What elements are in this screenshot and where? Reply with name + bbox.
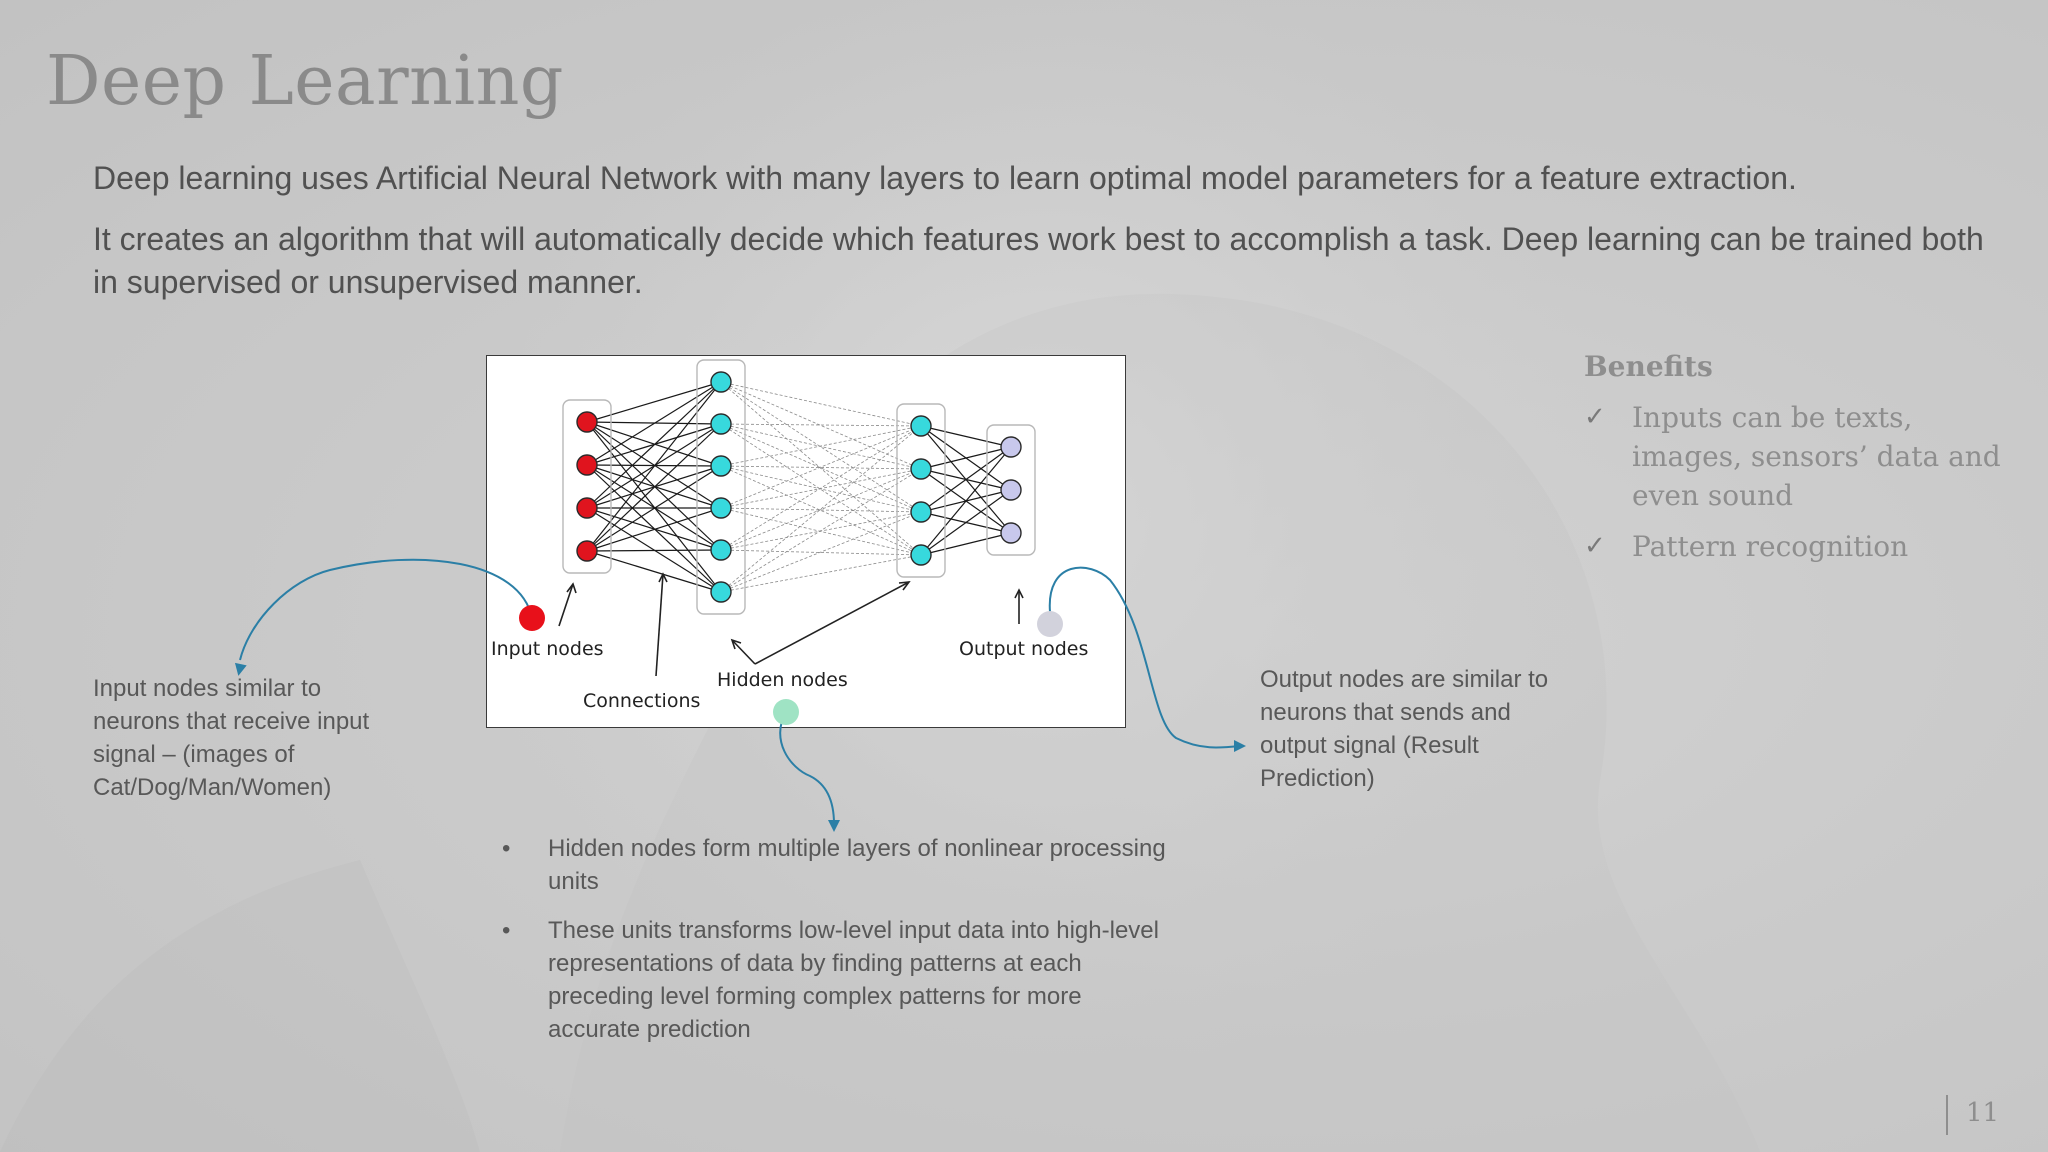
- benefit-item: ✓ Pattern recognition: [1584, 527, 2014, 566]
- hidden-nodes-notes: • Hidden nodes form multiple layers of n…: [500, 832, 1170, 1062]
- connection-edge: [586, 381, 722, 552]
- connection-edge: [720, 465, 922, 470]
- connection-edge: [586, 381, 722, 509]
- connection-edge: [720, 507, 922, 556]
- connection-edge: [720, 468, 922, 509]
- checkmark-icon: ✓: [1584, 531, 1606, 561]
- connection-edge: [920, 446, 1012, 556]
- connection-edge: [720, 554, 922, 593]
- connection-edge: [920, 425, 1012, 448]
- connection-edge: [720, 425, 922, 467]
- connection-edge: [920, 446, 1012, 513]
- node-hidden-1: [710, 581, 732, 603]
- node-input: [576, 540, 598, 562]
- node-hidden-1: [710, 539, 732, 561]
- connection-edge: [720, 468, 922, 593]
- node-hidden-1: [710, 371, 732, 393]
- node-hidden-2: [910, 458, 932, 480]
- connection-edge: [720, 381, 922, 513]
- hidden-note-text: These units transforms low-level input d…: [548, 917, 1159, 1043]
- connection-edge: [586, 381, 722, 466]
- connection-edge: [720, 425, 922, 509]
- node-output: [1000, 436, 1022, 458]
- node-output: [1000, 522, 1022, 544]
- connection-edge: [720, 423, 922, 427]
- connection-edge: [720, 465, 922, 556]
- connection-edge: [720, 425, 922, 551]
- node-hidden-1: [710, 413, 732, 435]
- label-output-nodes: Output nodes: [959, 638, 1089, 660]
- bullet-icon: •: [502, 835, 511, 862]
- connection-edge: [720, 465, 922, 513]
- intro-paragraph-1: Deep learning uses Artificial Neural Net…: [93, 160, 1797, 196]
- benefit-text: Inputs can be texts, images, sensors’ da…: [1632, 401, 2001, 512]
- connection-edge: [920, 532, 1012, 556]
- connection-edge: [720, 549, 922, 556]
- label-connections: Connections: [583, 690, 701, 712]
- connection-edge: [920, 446, 1012, 470]
- connection-edge: [586, 507, 722, 552]
- node-hidden-2: [910, 544, 932, 566]
- connection-edge: [720, 507, 922, 513]
- layer-frame-hidden-1: [696, 359, 746, 615]
- layer-frame-output: [986, 424, 1036, 556]
- connection-edge: [586, 423, 722, 552]
- label-hidden-nodes: Hidden nodes: [717, 669, 848, 691]
- connection-edge: [720, 423, 922, 513]
- neural-network-graph: [558, 359, 1036, 677]
- connection-edge: [720, 381, 922, 427]
- checkmark-icon: ✓: [1584, 402, 1606, 432]
- node-input: [576, 497, 598, 519]
- connection-edge: [720, 423, 922, 470]
- connection-edge: [720, 381, 922, 556]
- connection-edge: [586, 549, 722, 552]
- neural-network-diagram: Input nodes Connections Hidden nodes Out…: [486, 355, 1126, 728]
- benefits-list: ✓ Inputs can be texts, images, sensors’ …: [1584, 398, 2014, 578]
- connection-edge: [720, 423, 922, 556]
- connection-edge: [586, 465, 722, 552]
- connection-edge: [720, 511, 922, 593]
- connection-edge: [586, 381, 722, 423]
- node-hidden-1: [710, 455, 732, 477]
- node-hidden-1: [710, 497, 732, 519]
- node-input: [576, 454, 598, 476]
- layer-frame-input: [562, 399, 612, 574]
- benefit-text: Pattern recognition: [1632, 530, 1909, 563]
- hidden-note-item: • Hidden nodes form multiple layers of n…: [500, 832, 1170, 898]
- input-nodes-note: Input nodes similar to neurons that rece…: [93, 675, 370, 801]
- connection-edge: [586, 550, 722, 593]
- node-hidden-2: [910, 501, 932, 523]
- connection-edge: [720, 381, 922, 470]
- node-input: [576, 411, 598, 433]
- benefits-heading: Benefits: [1584, 350, 1713, 383]
- connection-edge: [720, 511, 922, 551]
- page-number-divider: [1946, 1095, 1948, 1135]
- page-number: 11: [1966, 1098, 2000, 1128]
- output-nodes-note: Output nodes are similar to neurons that…: [1260, 666, 1549, 792]
- benefit-item: ✓ Inputs can be texts, images, sensors’ …: [1584, 398, 2014, 515]
- layer-frame-hidden-2: [896, 403, 946, 578]
- connection-edge: [720, 425, 922, 593]
- label-pointer-arrows: [558, 572, 1024, 677]
- hidden-note-text: Hidden nodes form multiple layers of non…: [548, 835, 1166, 895]
- node-output: [1000, 479, 1022, 501]
- bullet-icon: •: [502, 917, 511, 944]
- slide-title: Deep Learning: [46, 42, 564, 121]
- connection-edge: [720, 468, 922, 551]
- node-hidden-2: [910, 415, 932, 437]
- connection-edge: [920, 489, 1012, 556]
- intro-paragraph-2: It creates an algorithm that will automa…: [93, 221, 1984, 300]
- hidden-note-item: • These units transforms low-level input…: [500, 914, 1170, 1046]
- label-input-nodes: Input nodes: [491, 638, 604, 660]
